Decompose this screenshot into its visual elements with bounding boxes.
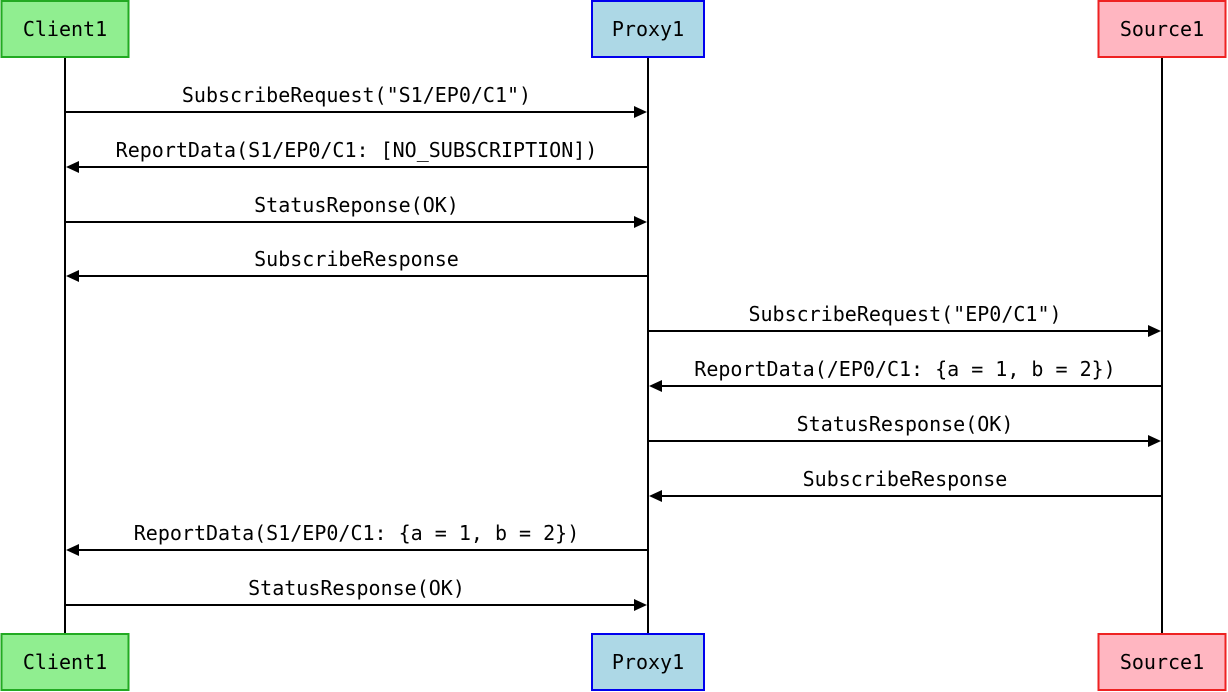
participant-label: Client1 [23,17,107,41]
participant-box [591,0,705,58]
message-label: StatusResponse(OK) [797,412,1014,436]
participant-box [1097,633,1227,691]
arrowhead-icon [634,106,647,118]
message-label: ReportData(S1/EP0/C1: {a = 1, b = 2}) [134,521,580,545]
arrowhead-icon [66,161,79,173]
arrowhead-icon [1148,435,1161,447]
participant-label: Client1 [23,650,107,674]
lifelines [64,57,1163,634]
participant-box [1097,0,1227,58]
arrowhead-icon [1148,325,1161,337]
message-label: StatusResponse(OK) [248,576,465,600]
message-10: StatusResponse(OK) [65,576,647,611]
messages: SubscribeRequest("S1/EP0/C1") ReportData(… [65,83,1162,611]
participant-box [591,633,705,691]
message-label: SubscribeRequest("EP0/C1") [748,302,1061,326]
participant-client1-bottom: Client1 [0,633,130,691]
message-9: ReportData(S1/EP0/C1: {a = 1, b = 2}) [66,521,648,556]
arrowhead-icon [66,544,79,556]
participant-box [0,0,130,58]
message-7: StatusResponse(OK) [648,412,1161,447]
message-label: SubscribeResponse [254,247,459,271]
participant-source1-top: Source1 [1097,0,1227,58]
message-5: SubscribeRequest("EP0/C1") [648,302,1161,337]
participant-label: Source1 [1120,17,1204,41]
participant-box [0,633,130,691]
message-label: SubscribeResponse [803,467,1008,491]
message-8: SubscribeResponse [649,467,1162,502]
arrowhead-icon [649,490,662,502]
participant-source1-bottom: Source1 [1097,633,1227,691]
message-2: ReportData(S1/EP0/C1: [NO_SUBSCRIPTION]) [66,138,648,173]
participant-client1-top: Client1 [0,0,130,58]
message-3: StatusReponse(OK) [65,193,647,228]
arrowhead-icon [634,216,647,228]
message-label: ReportData(/EP0/C1: {a = 1, b = 2}) [694,357,1115,381]
participant-proxy1-top: Proxy1 [591,0,705,58]
arrowhead-icon [649,380,662,392]
participant-label: Proxy1 [612,650,684,674]
message-label: ReportData(S1/EP0/C1: [NO_SUBSCRIPTION]) [116,138,598,162]
arrowhead-icon [634,599,647,611]
participant-label: Proxy1 [612,17,684,41]
message-label: StatusReponse(OK) [254,193,459,217]
message-1: SubscribeRequest("S1/EP0/C1") [65,83,647,118]
participant-proxy1-bottom: Proxy1 [591,633,705,691]
participant-label: Source1 [1120,650,1204,674]
message-4: SubscribeResponse [66,247,648,282]
message-6: ReportData(/EP0/C1: {a = 1, b = 2}) [649,357,1162,392]
message-label: SubscribeRequest("S1/EP0/C1") [182,83,531,107]
arrowhead-icon [66,270,79,282]
